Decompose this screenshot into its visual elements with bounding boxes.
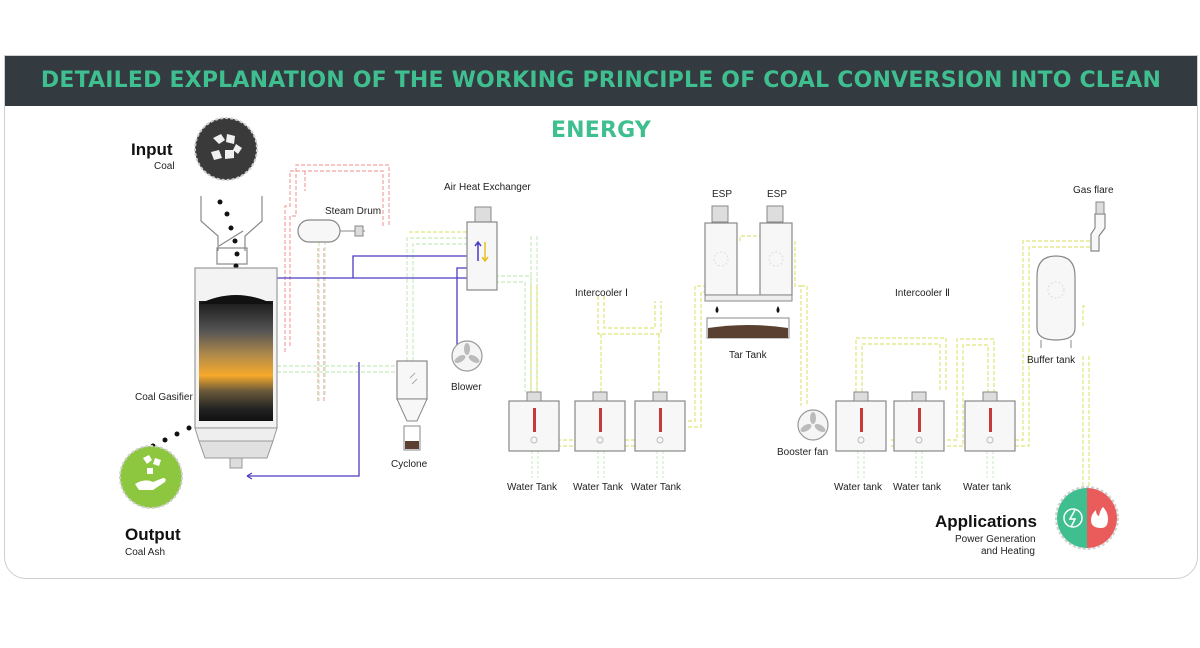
esp-2-label: ESP <box>767 189 788 200</box>
ash-hand-icon <box>135 455 166 490</box>
water-tank-3-label: Water Tank <box>631 482 682 493</box>
water-tank-6-label: Water tank <box>963 482 1011 493</box>
output-subtitle: Coal Ash <box>125 547 166 558</box>
buffer-tank-unit <box>1036 255 1076 348</box>
process-diagram <box>119 117 1119 550</box>
water-tank-unit-4 <box>835 391 887 452</box>
water-tank-group-1 <box>508 391 686 452</box>
blower-unit <box>451 340 483 372</box>
blower-label: Blower <box>451 382 482 393</box>
buffer-tank-label: Buffer tank <box>1027 355 1076 366</box>
water-tank-unit-6 <box>964 391 1016 452</box>
booster-fan-label: Booster fan <box>777 447 829 458</box>
water-tank-unit-5 <box>893 391 945 452</box>
air-heat-exchanger <box>466 206 498 291</box>
gas-flare-unit <box>1090 201 1106 252</box>
water-tank-4-label: Water tank <box>834 482 882 493</box>
esp-1-label: ESP <box>712 189 733 200</box>
coal-icon <box>211 134 242 160</box>
intercooler-2-label: Intercooler Ⅱ <box>895 288 950 299</box>
esp-units <box>704 205 793 339</box>
water-tank-5-label: Water tank <box>893 482 941 493</box>
water-tank-1-label: Water Tank <box>507 482 558 493</box>
steam-pipes <box>284 164 390 401</box>
cyclone-label: Cyclone <box>391 459 428 470</box>
page-title: DETAILED EXPLANATION OF THE WORKING PRIN… <box>40 68 1162 143</box>
output-heading: Output <box>125 525 181 544</box>
booster-fan-unit <box>797 409 829 441</box>
coal-drops <box>150 199 240 449</box>
air-pipes <box>409 231 1095 486</box>
water-tank-unit-1 <box>508 391 560 452</box>
water-tank-2-label: Water Tank <box>573 482 624 493</box>
gas-flare-label: Gas flare <box>1073 185 1114 196</box>
thermometer-icon <box>659 408 662 432</box>
applications-badge <box>1055 486 1119 550</box>
input-subtitle: Coal <box>154 161 175 172</box>
applications-line1: Power Generation <box>955 534 1036 545</box>
input-heading: Input <box>131 140 173 159</box>
coal-gasifier-label: Coal Gasifier <box>135 392 193 403</box>
applications-heading: Applications <box>935 512 1038 531</box>
water-tank-group-2 <box>835 391 1016 452</box>
coal-hopper <box>200 196 263 265</box>
thermometer-icon <box>533 408 536 432</box>
air-heat-exchanger-label: Air Heat Exchanger <box>444 182 531 193</box>
tar-tank-label: Tar Tank <box>729 350 767 361</box>
output-badge <box>119 445 183 509</box>
coal-gasifier <box>194 267 278 469</box>
steam-drum <box>297 219 365 243</box>
title-banner: DETAILED EXPLANATION OF THE WORKING PRIN… <box>5 56 1197 143</box>
input-badge <box>194 117 258 181</box>
diagram-card: DETAILED EXPLANATION OF THE WORKING PRIN… <box>4 55 1198 579</box>
flame-icon <box>1091 507 1108 528</box>
water-tank-unit-3 <box>634 391 686 452</box>
applications-line2: and Heating <box>981 546 1035 557</box>
fan-icon <box>454 343 480 363</box>
cyclone-unit <box>396 360 428 451</box>
thermometer-icon <box>599 408 602 432</box>
intercooler-1-label: Intercooler Ⅰ <box>575 288 628 299</box>
water-tank-unit-2 <box>574 391 626 452</box>
steam-drum-label: Steam Drum <box>325 206 382 217</box>
lightning-icon <box>1063 508 1083 528</box>
